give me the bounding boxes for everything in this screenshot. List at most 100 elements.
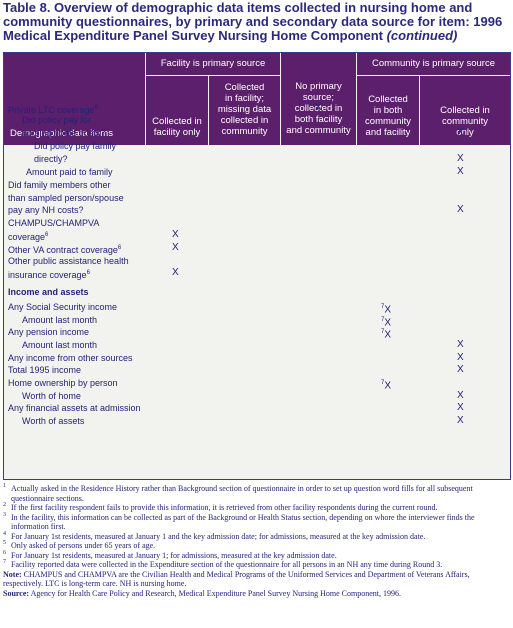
col2-line3: missing data — [217, 104, 272, 115]
row-label-text: Worth of assets — [22, 416, 85, 426]
col3-line5: and community — [286, 125, 351, 136]
check-mark-col1: X — [172, 229, 179, 241]
col3-line2: source; — [302, 92, 335, 103]
footnote-item: 2 If the first facility respondent fails … — [3, 502, 511, 513]
footnote-ref: 6 — [45, 232, 49, 238]
footnote-text: Facility reported data were collected in… — [11, 560, 443, 569]
row-label-text: Any pension income — [8, 327, 90, 337]
check-mark-col5: X — [457, 127, 464, 139]
mark-text: X — [172, 267, 179, 278]
row-label-text: Worth of home — [22, 391, 81, 401]
row-label-text: Any income from other sources — [8, 353, 133, 363]
row-label: Any income from other sources — [8, 352, 133, 364]
continued-label: (continued) — [386, 28, 458, 43]
mark-footnote-ref: 7 — [381, 304, 385, 310]
mark-text: X — [457, 204, 464, 215]
footnote-number: 2 — [3, 502, 6, 508]
source-text: Agency for Health Care Policy and Resear… — [30, 588, 401, 598]
row-label: insurance coverage6 — [8, 267, 90, 281]
title-line-2: community questionnaires, by primary and… — [3, 14, 503, 29]
row-label: Did policy pay for — [22, 114, 91, 126]
check-mark-col5: X — [457, 352, 464, 364]
row-label: coverage6 — [8, 229, 48, 243]
check-mark-col5: X — [457, 339, 464, 351]
community-group-label: Community is primary source — [372, 58, 495, 69]
footnote-ref: 6 — [117, 245, 122, 251]
mark-text: X — [457, 153, 464, 164]
row-label-text: Home ownership by person — [8, 378, 118, 388]
col5-line3: only — [456, 127, 474, 138]
check-mark-col5: X — [457, 204, 464, 216]
col3-line3: collected in — [294, 103, 343, 114]
mark-text: X — [384, 304, 392, 316]
note-label: Note: — [3, 569, 22, 579]
title-line-3: Medical Expenditure Panel Survey Nursing… — [3, 29, 511, 43]
note-line: Note: CHAMPUS and CHAMPVA are the Civili… — [3, 570, 511, 589]
col2-line4: collected in — [220, 115, 269, 126]
mark-text: X — [172, 242, 179, 253]
facility-group-label: Facility is primary source — [160, 58, 266, 69]
check-mark-col5: X — [457, 153, 464, 165]
row-label-text: coverage — [8, 232, 46, 242]
row-label-text: CHAMPUS/CHAMPVA — [8, 218, 100, 228]
footnote-text: Actually asked in the Residence History … — [11, 484, 473, 503]
row-label: Amount last month — [22, 339, 97, 351]
check-mark-col4: 7X — [381, 301, 391, 316]
mark-text: X — [457, 402, 464, 413]
row-label-text: Private LTC coverage — [8, 105, 95, 115]
col3-line1: No primary — [295, 81, 342, 92]
row-label-text: than sampled person/spouse — [8, 193, 124, 203]
row-label-text: Amount paid to family — [26, 167, 113, 177]
mark-footnote-ref: 7 — [381, 380, 385, 386]
source-label: Source: — [3, 588, 30, 598]
col4-line1: Collected — [368, 94, 408, 105]
row-label-text: insurance coverage — [8, 270, 87, 280]
row-label: than sampled person/spouse — [8, 192, 124, 204]
row-label-text: Did policy pay for — [22, 115, 92, 125]
footnote-ref: 6 — [86, 270, 90, 276]
mark-text: X — [457, 364, 464, 375]
mark-text: X — [457, 390, 464, 401]
footnote-text: If the first facility respondent fails t… — [11, 503, 438, 512]
check-mark-col5: X — [457, 415, 464, 427]
row-label-text: directly? — [34, 154, 68, 164]
check-mark-col4: 7X — [381, 377, 391, 392]
mark-text: X — [384, 380, 392, 392]
footnotes: 1 Actually asked in the Residence History… — [3, 483, 511, 599]
check-mark-col1: X — [172, 242, 179, 254]
row-label: Amount last month — [22, 314, 97, 326]
mark-text: X — [384, 329, 392, 341]
check-mark-col5: X — [457, 390, 464, 402]
mark-text: X — [457, 352, 464, 363]
row-label-text: Total 1995 income — [8, 365, 82, 375]
row-label-text: Did family members other — [8, 180, 111, 190]
row-label-text: pay any NH costs? — [8, 205, 84, 215]
footnote-text: For January 1st residents, measured at J… — [11, 531, 426, 541]
col4-line4: and facility — [365, 127, 411, 138]
col2-line1: Collected — [224, 82, 265, 93]
footnote-number: 7 — [3, 559, 6, 565]
footnote-number: 1 — [3, 483, 6, 489]
row-label: Any pension income — [8, 326, 89, 338]
row-label-text: Other VA contract coverage — [8, 245, 118, 255]
header-community-group: Community is primary source — [357, 53, 510, 75]
check-mark-col5: X — [457, 364, 464, 376]
row-label: Home ownership by person — [8, 377, 118, 389]
mark-text: X — [384, 317, 392, 329]
footnote-text: Only asked of persons under 65 years of … — [11, 541, 156, 550]
footnote-item: 7 Facility reported data were collected i… — [3, 559, 511, 570]
note-text: CHAMPUS and CHAMPVA are the Civilian Hea… — [3, 569, 470, 589]
mark-footnote-ref: 7 — [381, 317, 385, 323]
col-header-facility-only: Collected in facility only — [146, 76, 208, 145]
footnote-number: 3 — [3, 511, 6, 518]
col-header-no-primary: No primary source; collected in both fac… — [281, 53, 356, 145]
col5-line2: community — [442, 116, 488, 127]
row-label: Other public assistance health — [8, 255, 129, 267]
source-line: Source: Agency for Health Care Policy an… — [3, 589, 511, 599]
row-label: Worth of home — [22, 390, 81, 402]
header-demographic-items: Demographic data items — [4, 53, 145, 145]
check-mark-col4: 7X — [381, 326, 391, 341]
row-label: Worth of assets — [22, 415, 84, 427]
